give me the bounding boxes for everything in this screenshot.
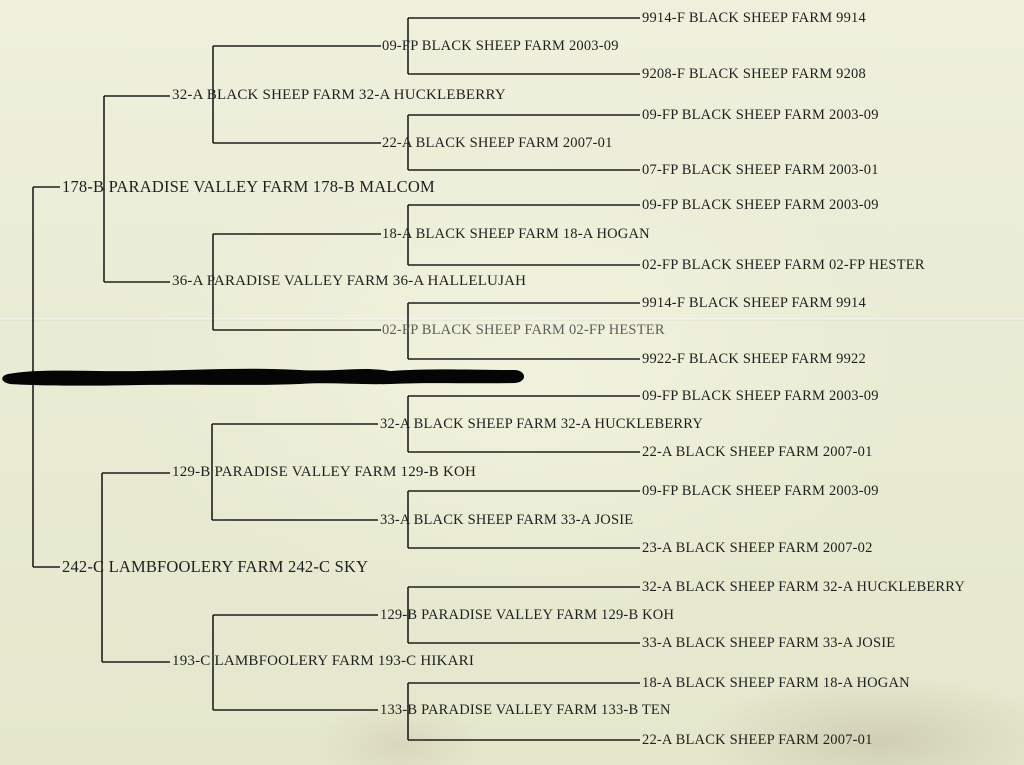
dds-dam-label: 33-A BLACK SHEEP FARM 33-A JOSIE	[642, 635, 896, 651]
bracket-193c	[212, 614, 378, 711]
ss-sire-label: 09-FP BLACK SHEEP FARM 2003-09	[382, 38, 619, 54]
ssd-dam-label: 07-FP BLACK SHEEP FARM 2003-01	[642, 162, 879, 178]
sds-dam-label: 02-FP BLACK SHEEP FARM 02-FP HESTER	[642, 257, 925, 273]
redaction-marker-stroke	[2, 368, 524, 386]
dss-dam-label: 22-A BLACK SHEEP FARM 2007-01	[642, 444, 873, 460]
ds-dam-label: 33-A BLACK SHEEP FARM 33-A JOSIE	[380, 512, 634, 528]
dam-dam-label: 193-C LAMBFOOLERY FARM 193-C HIKARI	[172, 653, 475, 669]
dam-sire-label: 129-B PARADISE VALLEY FARM 129-B KOH	[172, 464, 477, 480]
sdd-dam-label: 9922-F BLACK SHEEP FARM 9922	[642, 351, 866, 367]
dsd-sire-label: 09-FP BLACK SHEEP FARM 2003-09	[642, 483, 879, 499]
paper-fold-line	[0, 318, 1024, 321]
sd-dam-label: 02-FP BLACK SHEEP FARM 02-FP HESTER	[382, 322, 665, 338]
bracket-129b-top	[211, 423, 378, 521]
bracket-133b	[407, 682, 640, 741]
bracket-33a-b	[407, 490, 640, 549]
sire-dam-label: 36-A PARADISE VALLEY FARM 36-A HALLELUJA…	[172, 273, 527, 289]
dsd-dam-label: 23-A BLACK SHEEP FARM 2007-02	[642, 540, 873, 556]
sss-dam-label: 9208-F BLACK SHEEP FARM 9208	[642, 66, 866, 82]
dd-sire-label: 129-B PARADISE VALLEY FARM 129-B KOH	[380, 607, 675, 623]
sdd-sire-label: 9914-F BLACK SHEEP FARM 9914	[642, 295, 866, 311]
sd-sire-label: 18-A BLACK SHEEP FARM 18-A HOGAN	[382, 226, 650, 242]
dss-sire-label: 09-FP BLACK SHEEP FARM 2003-09	[642, 388, 879, 404]
bracket-32a-top	[212, 45, 381, 144]
sire-label: 178-B PARADISE VALLEY FARM 178-B MALCOM	[62, 177, 435, 196]
bracket-02fp-a	[407, 302, 640, 360]
ds-sire-label: 32-A BLACK SHEEP FARM 32-A HUCKLEBERRY	[380, 416, 704, 432]
ddd-sire-label: 18-A BLACK SHEEP FARM 18-A HOGAN	[642, 675, 910, 691]
dds-sire-label: 32-A BLACK SHEEP FARM 32-A HUCKLEBERRY	[642, 579, 966, 595]
ss-dam-label: 22-A BLACK SHEEP FARM 2007-01	[382, 135, 613, 151]
ddd-dam-label: 22-A BLACK SHEEP FARM 2007-01	[642, 732, 873, 748]
ssd-sire-label: 09-FP BLACK SHEEP FARM 2003-09	[642, 107, 879, 123]
bracket-22a-a	[407, 114, 640, 171]
bracket-36a	[212, 233, 381, 331]
bracket-129b-b	[407, 586, 640, 644]
bracket-09fp-a	[407, 17, 640, 75]
sire-sire-label: 32-A BLACK SHEEP FARM 32-A HUCKLEBERRY	[172, 87, 506, 103]
bracket-18a-a	[407, 204, 640, 266]
dam-label: 242-C LAMBFOOLERY FARM 242-C SKY	[62, 557, 369, 576]
redaction-blob	[2, 368, 524, 386]
dd-dam-label: 133-B PARADISE VALLEY FARM 133-B TEN	[380, 702, 671, 718]
bracket-32a-b	[407, 395, 640, 453]
sss-sire-label: 9914-F BLACK SHEEP FARM 9914	[642, 10, 866, 26]
sds-sire-label: 09-FP BLACK SHEEP FARM 2003-09	[642, 197, 879, 213]
